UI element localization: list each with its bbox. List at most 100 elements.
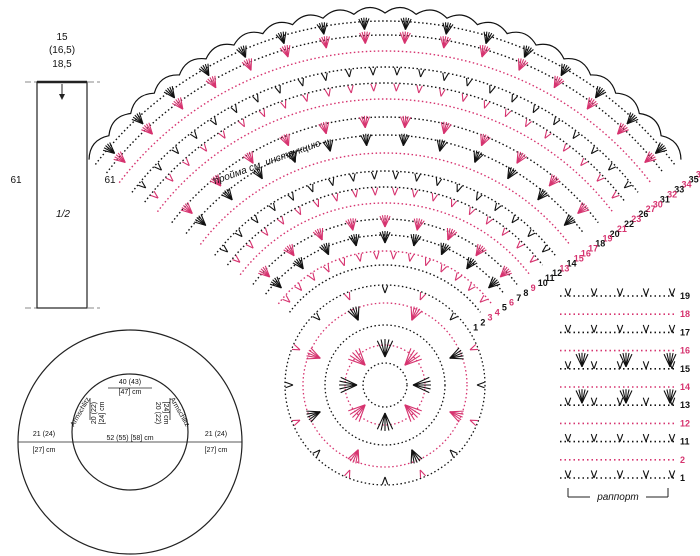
stitch-v xyxy=(407,253,415,262)
left-width-label-1: 21 (24) xyxy=(33,431,55,438)
stitch-v xyxy=(282,294,291,303)
armhole-note: пройма см. инструкцию xyxy=(212,138,322,187)
stitch-fan xyxy=(319,242,330,256)
stitch-fan xyxy=(347,449,360,464)
stitch-fan xyxy=(440,242,451,256)
stitch-v xyxy=(590,324,598,333)
fan-row-number: 30 xyxy=(653,199,663,209)
stitch-v xyxy=(501,227,510,236)
chain-row-arc xyxy=(199,152,571,245)
stitch-v xyxy=(165,173,174,182)
stitch-fan xyxy=(410,449,423,464)
stitch-v xyxy=(450,199,458,208)
stitch-fan xyxy=(312,228,324,241)
fan-row-number: 15 xyxy=(574,253,584,263)
stitch-fan xyxy=(475,243,487,257)
stitch-v xyxy=(416,85,423,94)
stitch-fan xyxy=(376,339,394,358)
stitch-fan xyxy=(275,31,287,44)
stitch-fan xyxy=(205,75,217,89)
stitch-fan xyxy=(102,142,116,154)
stitch-fan xyxy=(172,97,184,110)
repeat-row-number: 18 xyxy=(680,309,690,319)
stitch-fan xyxy=(279,45,291,58)
stitch-v xyxy=(345,69,352,78)
stitch-fan xyxy=(379,215,391,228)
stitch-v xyxy=(232,255,241,263)
stitch-v xyxy=(553,116,561,126)
stitch-fan xyxy=(113,151,126,164)
stitch-v xyxy=(392,171,400,180)
stitch-v xyxy=(154,162,163,171)
stitch-fan xyxy=(654,142,668,154)
stitch-v xyxy=(372,251,380,260)
fan-row-number: 31 xyxy=(660,194,670,204)
stitch-v xyxy=(171,146,180,155)
stitch-v xyxy=(469,343,479,351)
stitch-fan xyxy=(400,17,412,30)
stitch-v xyxy=(590,146,599,155)
fan-row-number: 9 xyxy=(531,283,536,293)
stitch-fan xyxy=(404,404,422,422)
stitch-v xyxy=(260,227,269,236)
motif-chain-ring xyxy=(362,362,408,408)
fan-row-number: 34 xyxy=(681,180,691,190)
stitch-fan xyxy=(410,306,423,321)
stitch-fan xyxy=(663,389,677,404)
fan-row-number: 5 xyxy=(502,303,507,313)
stitch-v xyxy=(424,257,432,267)
stitch-v xyxy=(504,108,512,118)
right-height-label: 61 xyxy=(104,175,116,186)
stitch-fan xyxy=(131,112,144,125)
stitch-fan xyxy=(594,85,607,99)
stitch-v xyxy=(516,240,525,249)
stitch-fan xyxy=(442,22,454,35)
half-label: 1/2 xyxy=(56,209,70,220)
stitch-v xyxy=(596,173,605,182)
stitch-v xyxy=(562,143,571,152)
stitch-v xyxy=(668,288,676,297)
stitch-v xyxy=(312,199,320,208)
stitch-v xyxy=(150,190,159,199)
stitch-v xyxy=(668,470,676,479)
stitch-v xyxy=(616,288,624,297)
stitch-fan xyxy=(449,410,464,423)
stitch-v xyxy=(294,282,303,291)
stitch-fan xyxy=(358,115,371,129)
stitch-fan xyxy=(141,122,154,135)
stitch-fan xyxy=(479,45,491,58)
stitch-fan xyxy=(180,202,193,214)
stitch-v xyxy=(623,180,632,189)
stitch-fan xyxy=(413,218,425,231)
stitch-v xyxy=(611,190,620,199)
stitch-fan xyxy=(283,243,295,257)
stitch-v xyxy=(442,72,449,81)
fan-row-number: 20 xyxy=(610,229,620,239)
stitch-v xyxy=(234,229,243,238)
repeat-row-number: 14 xyxy=(680,382,690,392)
stitch-v xyxy=(440,264,448,273)
fan-stitch-chart xyxy=(88,6,682,313)
chain-row-arc xyxy=(214,170,556,256)
stitch-fan xyxy=(575,389,589,404)
garment-half-schematic: 15 (16,5) 18,5 61 61 1/2 xyxy=(10,32,116,309)
inner-left-label-2: [24] cm xyxy=(99,401,106,424)
stitch-v xyxy=(642,433,650,442)
stitch-fan xyxy=(242,151,254,164)
stitch-fan xyxy=(252,166,263,180)
stitch-v xyxy=(189,130,198,139)
right-width-label-1: 21 (24) xyxy=(205,431,227,438)
stitch-v xyxy=(209,116,217,126)
stitch-v xyxy=(449,449,458,458)
stitch-v xyxy=(616,433,624,442)
stitch-fan xyxy=(348,233,360,247)
chain-row-arc xyxy=(265,234,505,295)
stitch-v xyxy=(307,184,314,193)
stitch-v xyxy=(454,272,463,281)
stitch-fan xyxy=(586,97,598,110)
stitch-v xyxy=(393,67,401,76)
stitch-v xyxy=(419,291,427,301)
stitch-v xyxy=(322,264,330,273)
inner-right-label-2: [24] cm xyxy=(162,402,169,425)
stitch-v xyxy=(468,206,476,216)
